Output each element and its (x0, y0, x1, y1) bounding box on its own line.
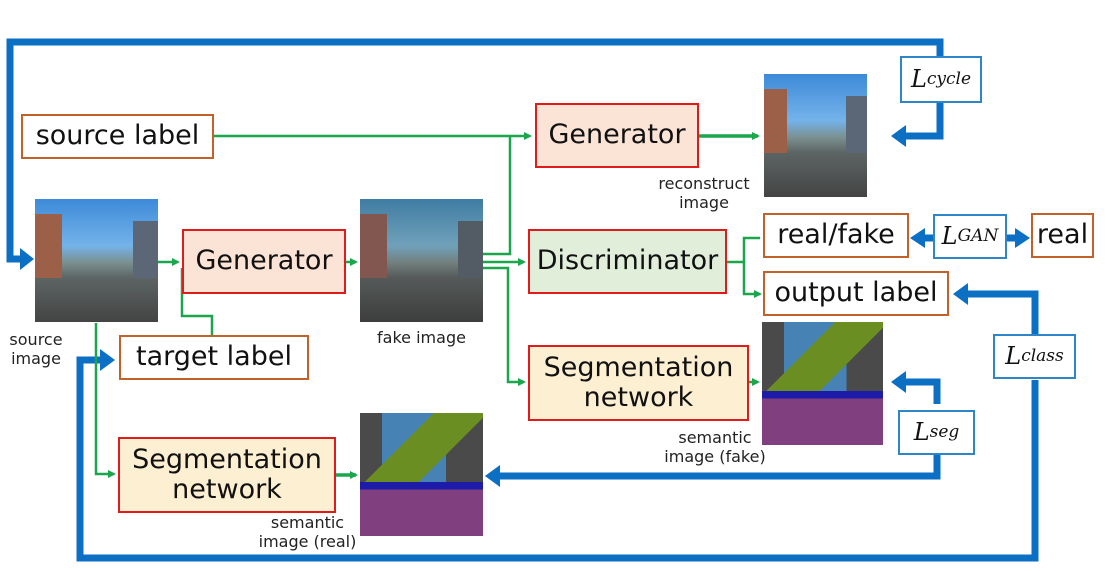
discriminator-box: Discriminator (528, 229, 727, 294)
segmentation-fake-line2: network (583, 382, 694, 413)
segmentation-real-line1: Segmentation (132, 443, 322, 475)
source-image-caption: source image (6, 330, 66, 368)
generator-top-box: Generator (535, 103, 699, 168)
segmentation-real-line2: network (172, 474, 282, 505)
class-loss-bottom-path (76, 356, 1039, 562)
source-label-text: source label (35, 120, 200, 152)
source-to-segreal (94, 323, 116, 478)
real-fake-text: real/fake (777, 219, 895, 251)
loss-paths (6, 38, 1039, 562)
gan-loss-base: L (941, 222, 958, 251)
target-label-box: target label (119, 335, 309, 380)
source-label-box: source label (21, 114, 214, 159)
generator-main-text: Generator (195, 245, 333, 277)
seg-loss-sub: seg (929, 421, 960, 442)
reconstruct-caption-1: reconstruct (658, 174, 750, 193)
arrowhead-semantic-fake (891, 371, 906, 393)
target-label-text: target label (136, 341, 292, 373)
discriminator-to-outputs (727, 236, 760, 294)
seg-loss-base: L (913, 418, 930, 447)
segmentation-fake-line1: Segmentation (543, 351, 734, 383)
seg-loss-bottom-path (500, 452, 941, 480)
segmentation-network-fake-box: Segmentation network (528, 345, 749, 421)
output-label-text: output label (774, 277, 938, 309)
fake-to-generator-top (483, 136, 512, 256)
semantic-fake-caption-1: semantic (678, 428, 752, 447)
arrowhead-output-label (953, 283, 968, 305)
cycle-loss-base: L (910, 65, 927, 94)
source-image (35, 199, 158, 322)
output-label-box: output label (763, 271, 949, 316)
fake-image-caption-text: fake image (377, 328, 466, 347)
seg-loss-top-path (906, 378, 941, 404)
real-box: real (1031, 213, 1094, 258)
semantic-real-caption-2: image (real) (258, 532, 357, 552)
arrowhead-real (1015, 228, 1030, 248)
semantic-real-caption-1: semantic (270, 513, 345, 532)
real-fake-box: real/fake (763, 213, 909, 258)
cycle-loss-path (6, 38, 944, 263)
cycle-to-recon-path (906, 102, 944, 140)
fake-to-segmentation (483, 266, 526, 386)
segmentation-network-real-box: Segmentation network (118, 437, 336, 513)
generator-top-text: Generator (548, 119, 686, 151)
reconstruct-image (764, 74, 867, 197)
real-text: real (1036, 219, 1089, 251)
loss-arrowheads (20, 125, 1030, 487)
arrowhead-realfake (910, 228, 925, 248)
source-image-caption-1: source (9, 330, 63, 349)
cycle-loss-sub: cycle (926, 68, 972, 89)
semantic-image-fake (762, 322, 883, 445)
class-loss-top-path (968, 290, 1039, 348)
class-loss-base: L (1005, 342, 1022, 371)
semantic-fake-caption-2: image (fake) (664, 447, 766, 467)
generator-main-box: Generator (182, 229, 346, 294)
arrowhead-source-image (20, 248, 34, 270)
reconstruct-image-caption: reconstruct image (648, 174, 760, 212)
fake-image (360, 199, 483, 322)
semantic-image-real (360, 413, 483, 536)
fake-image-caption: fake image (360, 328, 483, 347)
source-image-caption-2: image (11, 349, 61, 369)
gan-loss-sub: GAN (957, 225, 999, 246)
arrowhead-target-label (100, 349, 115, 371)
class-loss-sub: class (1021, 345, 1064, 366)
arrowhead-recon (891, 125, 906, 147)
arrowhead-semantic-real (485, 465, 500, 487)
data-flow-paths (94, 132, 760, 479)
semantic-real-caption: semantic image (real) (250, 513, 365, 551)
discriminator-text: Discriminator (536, 245, 719, 277)
reconstruct-caption-2: image (679, 193, 729, 213)
semantic-fake-caption: semantic image (fake) (655, 428, 775, 466)
